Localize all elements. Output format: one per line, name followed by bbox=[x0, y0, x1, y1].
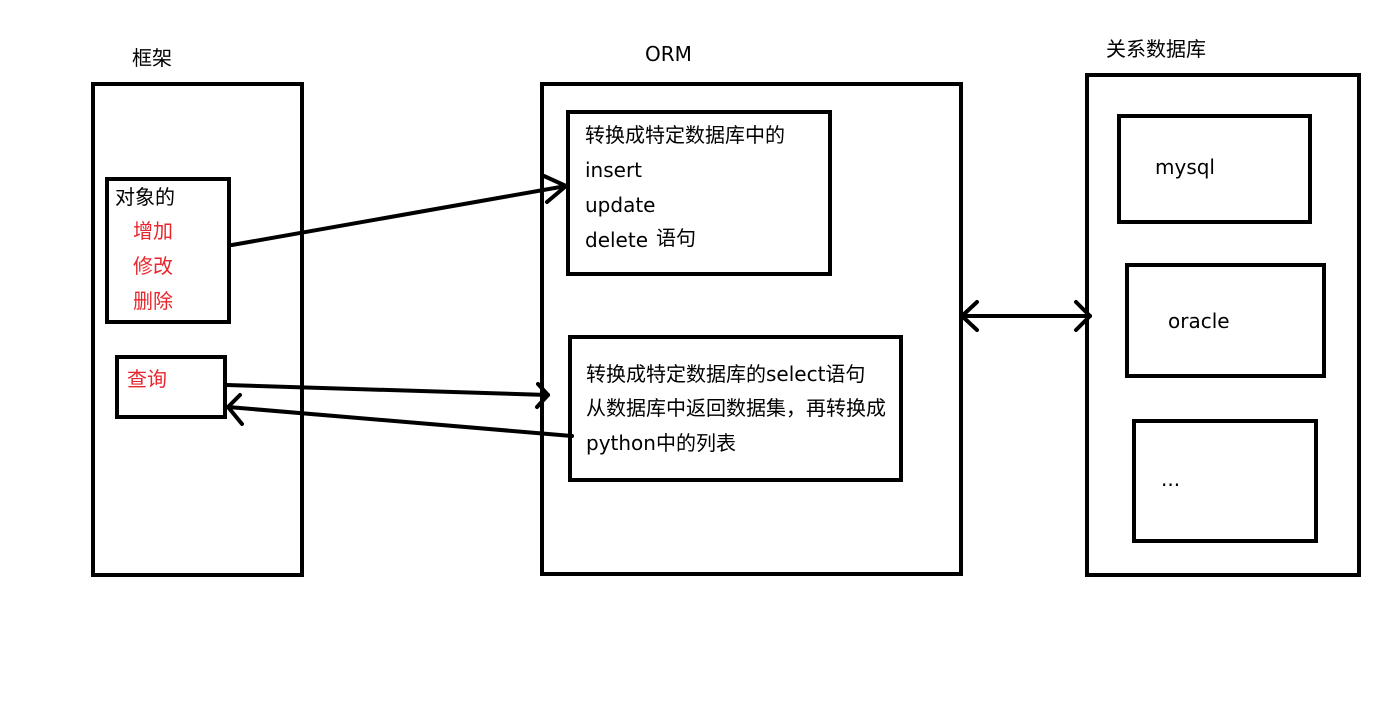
rdb-mysql-box bbox=[1117, 114, 1312, 224]
framework-query-box bbox=[115, 355, 227, 419]
orm-query-line2: 从数据库中返回数据集，再转换成 bbox=[586, 396, 886, 420]
arrow-orm-to-query-head bbox=[226, 393, 244, 426]
rdb-oracle-label: oracle bbox=[1168, 309, 1230, 333]
cud-item-delete: 删除 bbox=[133, 289, 173, 313]
orm-cud-line4-keyword: delete bbox=[585, 228, 649, 252]
rdb-oracle-box bbox=[1125, 263, 1326, 378]
rdb-more-box bbox=[1132, 419, 1318, 543]
orm-cud-line2: insert bbox=[585, 158, 643, 182]
orm-query-line1: 转换成特定数据库的select语句 bbox=[586, 362, 866, 386]
arrow-query-to-orm bbox=[225, 383, 550, 397]
rdb-mysql-label: mysql bbox=[1155, 155, 1215, 179]
cud-item-add: 增加 bbox=[133, 219, 173, 243]
orm-cud-line3: update bbox=[585, 193, 656, 217]
arrow-orm-rdb-left-head bbox=[960, 300, 979, 332]
arrow-cud-to-orm-head bbox=[542, 174, 568, 204]
arrow-orm-rdb-right-head bbox=[1074, 300, 1092, 332]
orm-panel bbox=[540, 82, 963, 576]
cud-item-modify: 修改 bbox=[133, 254, 173, 278]
framework-panel bbox=[91, 82, 304, 577]
orm-cud-line4-suffix: 语句 bbox=[656, 226, 696, 250]
cud-heading: 对象的 bbox=[115, 185, 175, 209]
query-label: 查询 bbox=[127, 367, 167, 391]
orm-title: ORM bbox=[645, 42, 692, 66]
orm-query-box bbox=[568, 335, 903, 482]
arrow-cud-to-orm bbox=[230, 184, 568, 247]
arrow-orm-to-query bbox=[226, 405, 574, 438]
framework-cud-box bbox=[105, 177, 231, 324]
rdb-panel bbox=[1085, 73, 1361, 577]
framework-title: 框架 bbox=[132, 46, 172, 70]
orm-cud-box bbox=[566, 110, 832, 276]
rdb-more-label: ... bbox=[1161, 467, 1181, 491]
rdb-title: 关系数据库 bbox=[1106, 37, 1206, 61]
arrow-query-to-orm-head bbox=[535, 382, 550, 409]
orm-query-line3: python中的列表 bbox=[586, 431, 736, 455]
orm-cud-line1: 转换成特定数据库中的 bbox=[585, 123, 785, 147]
